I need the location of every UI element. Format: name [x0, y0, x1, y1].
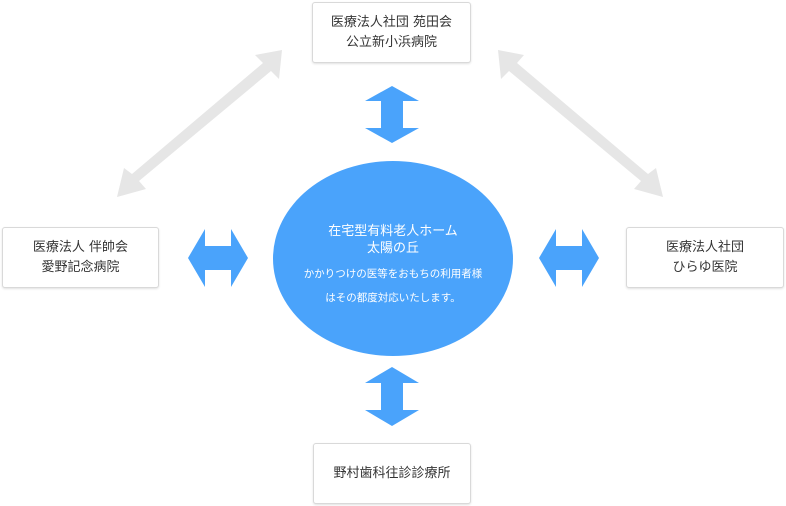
partner-node-bottom: 野村歯科往診診療所	[313, 443, 471, 504]
center-title-line1: 在宅型有料老人ホーム	[328, 224, 458, 239]
center-title-line2: 太陽の丘	[366, 241, 419, 256]
gray-arrow-top-right	[498, 50, 663, 197]
partner-left-line2: 愛野記念病院	[41, 259, 120, 275]
gray-arrow-top-left	[117, 50, 282, 197]
partner-top-line2: 公立新小浜病院	[345, 34, 437, 50]
partner-right-line2: ひらゆ医院	[672, 259, 738, 275]
center-desc-line1: かかりつけの医等をおもちの利用者様	[303, 268, 483, 280]
partner-bottom-line1: 野村歯科往診診療所	[333, 465, 451, 481]
partner-node-top: 医療法人社団 苑田会 公立新小浜病院	[312, 2, 471, 63]
center-facility-node: 在宅型有料老人ホーム 太陽の丘 かかりつけの医等をおもちの利用者様 はその都度対…	[273, 161, 513, 356]
partner-node-right: 医療法人社団 ひらゆ医院	[626, 227, 784, 288]
partner-left-line1: 医療法人 伴帥会	[32, 239, 129, 255]
partner-right-line1: 医療法人社団	[665, 239, 744, 255]
partner-node-left: 医療法人 伴帥会 愛野記念病院	[2, 227, 159, 288]
partner-top-line1: 医療法人社団 苑田会	[330, 14, 453, 30]
center-desc-line2: はその都度対応いたします。	[325, 292, 461, 304]
blue-arrow-top	[365, 86, 419, 143]
blue-arrow-left	[188, 229, 248, 287]
blue-arrow-bottom	[365, 367, 419, 426]
blue-arrow-right	[539, 229, 599, 287]
